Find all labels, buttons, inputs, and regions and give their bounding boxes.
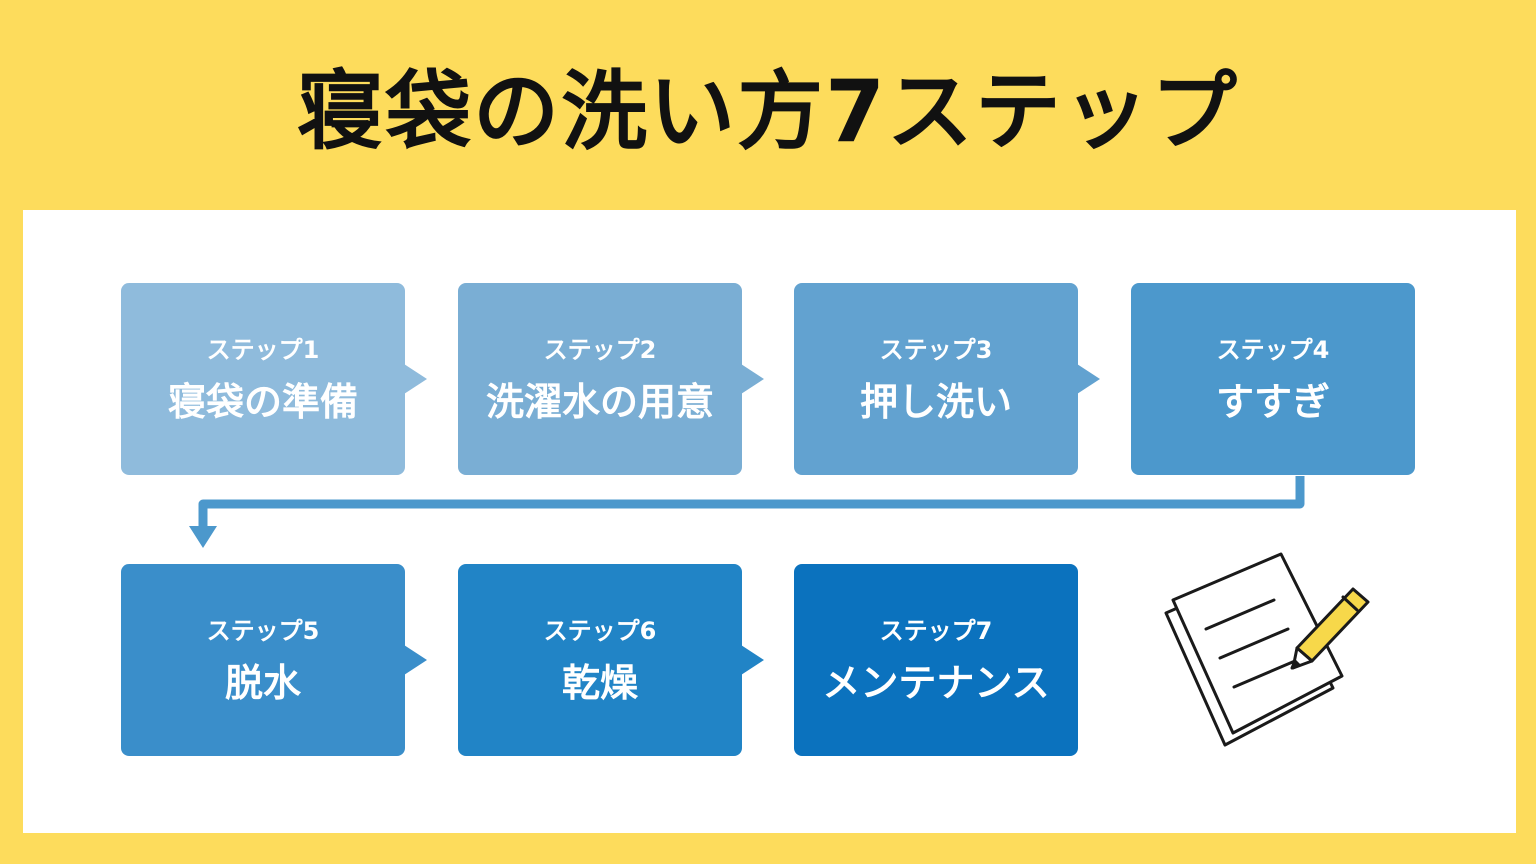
step-2-name: 洗濯水の用意 xyxy=(485,380,714,424)
page-title: 寝袋の洗い方7ステップ xyxy=(297,62,1239,162)
step-3-label: ステップ3 xyxy=(879,336,993,364)
step-4-box: ステップ4 すすぎ xyxy=(1131,283,1415,475)
step-3-arrow xyxy=(1077,364,1100,394)
pencil-icon xyxy=(1290,587,1370,670)
step-2-box: ステップ2 洗濯水の用意 xyxy=(458,283,764,475)
step-2-label: ステップ2 xyxy=(543,336,657,364)
steps-panel: ステップ1 寝袋の準備 ステップ2 洗濯水の用意 ステップ3 押し洗い ステップ… xyxy=(23,210,1516,833)
diagram-overlay xyxy=(189,476,1370,747)
step-7-label: ステップ7 xyxy=(879,617,993,645)
step-5-arrow xyxy=(404,645,427,675)
step-1-label: ステップ1 xyxy=(206,336,320,364)
row-connector xyxy=(189,476,1305,548)
step-1-arrow xyxy=(404,364,427,394)
step-7-name: メンテナンス xyxy=(822,661,1050,705)
connector-arrowhead xyxy=(189,526,217,548)
step-6-box: ステップ6 乾燥 xyxy=(458,564,764,756)
step-5-label: ステップ5 xyxy=(206,617,320,645)
step-2-arrow xyxy=(741,364,764,394)
step-6-name: 乾燥 xyxy=(561,661,638,705)
step-6-label: ステップ6 xyxy=(543,617,657,645)
step-5-name: 脱水 xyxy=(224,661,301,705)
step-5-box: ステップ5 脱水 xyxy=(121,564,427,756)
step-7-box: ステップ7 メンテナンス xyxy=(794,564,1078,756)
step-3-box: ステップ3 押し洗い xyxy=(794,283,1100,475)
connector-line xyxy=(198,476,1305,530)
step-1-box: ステップ1 寝袋の準備 xyxy=(121,283,427,475)
step-1-name: 寝袋の準備 xyxy=(167,380,358,424)
step-6-arrow xyxy=(741,645,764,675)
notepad-pencil-icon xyxy=(1164,552,1370,747)
step-4-name: すすぎ xyxy=(1215,380,1330,424)
step-3-name: 押し洗い xyxy=(859,380,1012,424)
step-4-label: ステップ4 xyxy=(1216,336,1330,364)
